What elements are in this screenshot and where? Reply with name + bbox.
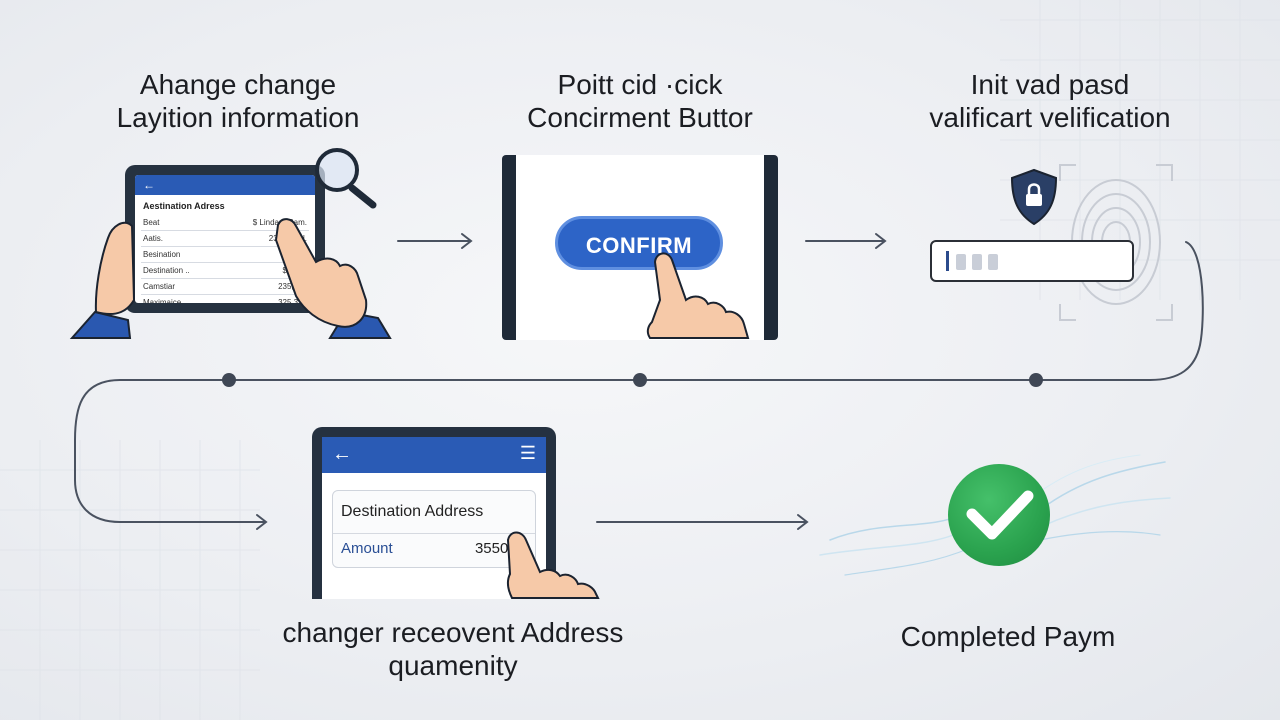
step-5-title: Completed Paym	[818, 620, 1198, 653]
password-dot	[972, 254, 982, 270]
step-3-title-line1: Init vad pasd	[970, 69, 1130, 100]
row-label: Maximaice	[141, 294, 220, 303]
connector-node	[222, 373, 236, 387]
amount-label: Amount	[341, 540, 393, 557]
divider	[333, 533, 535, 534]
shield-lock-icon	[1010, 168, 1058, 226]
step-4-title: changer receovent Address quamenity	[263, 616, 643, 682]
tablet-screen: ← ☰ Destination Address Amount 355000	[322, 437, 546, 599]
hand-pointer-icon	[646, 252, 750, 339]
back-arrow-icon[interactable]: ←	[143, 178, 155, 192]
step-5-title-line1: Completed Paym	[900, 621, 1116, 652]
hand-pointer-icon	[274, 218, 392, 339]
row-label: Aatis.	[141, 230, 220, 247]
step-1-title-line1: Ahange change	[139, 69, 337, 100]
step-2-title-line1: Poitt cid ·cick	[557, 69, 723, 100]
step-1-title: Ahange change Layition information	[48, 68, 428, 134]
step-1-title-line2: Layition information	[116, 102, 360, 133]
tablet-header-bar: ←	[135, 175, 315, 195]
password-field[interactable]	[930, 240, 1134, 282]
step-2-title: Poitt cid ·cick Concirment Buttor	[450, 68, 830, 134]
connector-node	[633, 373, 647, 387]
magnifier-icon	[315, 148, 377, 209]
back-arrow-icon[interactable]: ←	[332, 443, 352, 465]
password-dot	[956, 254, 966, 270]
row-label: Destination ..	[141, 262, 220, 279]
row-label: Camstiar	[141, 278, 220, 295]
step-4-title-line1: changer receovent Address	[282, 617, 624, 648]
row-value: 325,335	[219, 294, 309, 303]
step-2-title-line2: Concirment Buttor	[527, 102, 753, 133]
tablet-title: Aestination Adress	[143, 201, 225, 211]
step-4-tablet: ← ☰ Destination Address Amount 355000	[312, 427, 556, 599]
address-card: Destination Address Amount 355000	[332, 490, 536, 568]
step-3-title: Init vad pasd valificart velification	[860, 68, 1240, 134]
row-label: Besination	[141, 246, 220, 263]
completed-status-badge	[948, 464, 1050, 566]
password-dot	[988, 254, 998, 270]
connector-node	[1029, 373, 1043, 387]
text-caret	[946, 251, 949, 271]
step-4-title-line2: quamenity	[388, 650, 518, 681]
left-hand-icon	[69, 221, 136, 339]
tablet-header-bar: ← ☰	[322, 437, 546, 473]
step-3-title-line2: valificart velification	[929, 102, 1171, 133]
destination-address-label[interactable]: Destination Address	[341, 503, 484, 520]
menu-icon[interactable]: ☰	[519, 443, 536, 463]
hand-pointer-icon	[506, 531, 600, 599]
table-header-left: Beat	[141, 215, 220, 231]
confirm-button[interactable]: CONFIRM	[555, 216, 723, 270]
